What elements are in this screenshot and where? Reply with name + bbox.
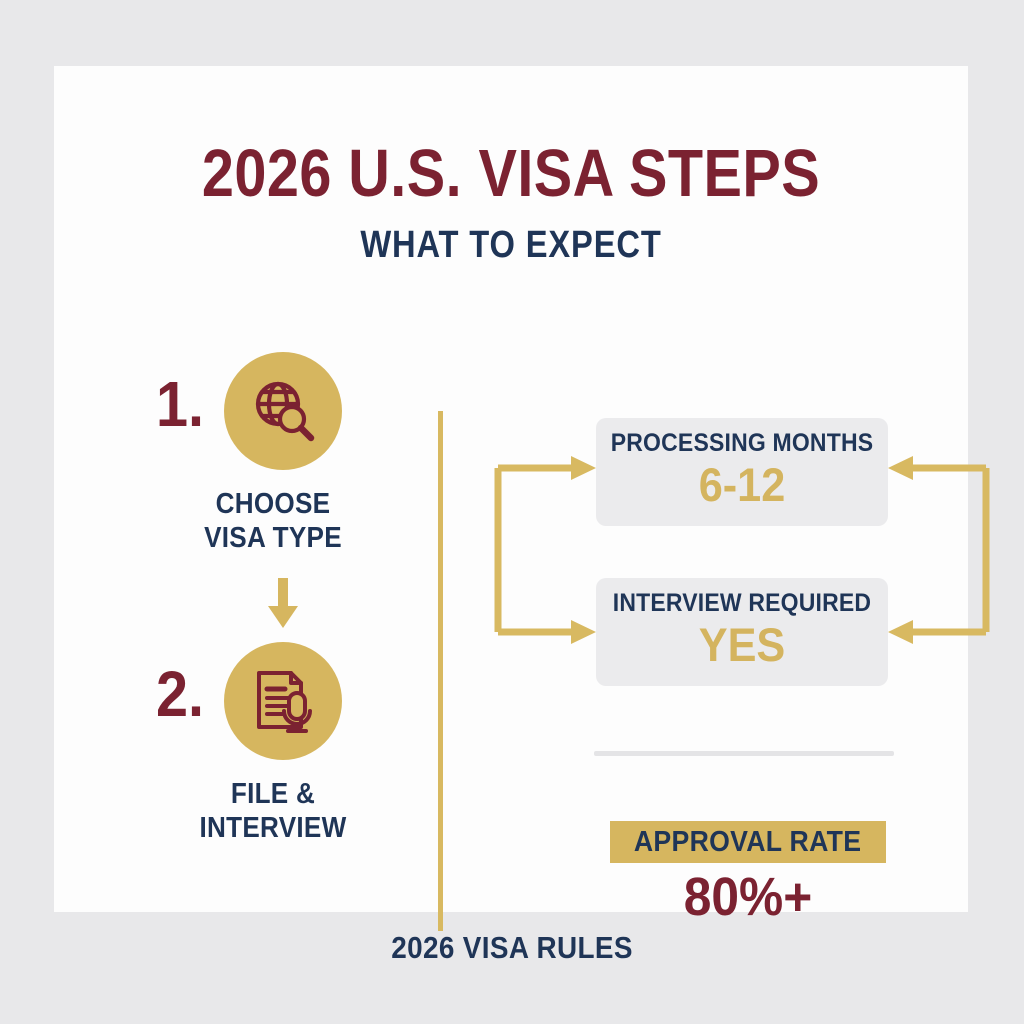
- stat-card-interview-required-label: INTERVIEW REQUIRED: [612, 589, 872, 617]
- page-subtitle: WHAT TO EXPECT: [360, 224, 662, 266]
- bracket-connector-right: [888, 446, 1006, 654]
- approval-rate-bar: APPROVAL RATE: [610, 821, 886, 863]
- step-2-icon-circle: [224, 642, 342, 760]
- page-title: 2026 U.S. VISA STEPS: [201, 136, 821, 211]
- step-2-label-line-2: INTERVIEW: [199, 811, 347, 844]
- step-2-number: 2.: [156, 658, 205, 730]
- vertical-divider: [438, 411, 443, 931]
- step-item-2: 2.: [108, 636, 438, 844]
- step-1-label: CHOOSE VISA TYPE: [143, 488, 404, 555]
- step-2-row: 2.: [108, 636, 438, 766]
- approval-rate-label: APPROVAL RATE: [634, 825, 862, 858]
- footer-text: 2026 VISA RULES: [391, 930, 633, 965]
- globe-search-icon: [247, 375, 319, 447]
- steps-column: 1.: [108, 346, 438, 946]
- document-microphone-icon: [247, 665, 319, 737]
- bracket-connector-left: [478, 446, 596, 654]
- stats-panel: PROCESSING MONTHS 6-12 INTERVIEW REQUIRE…: [474, 406, 1024, 936]
- step-2-label-line-1: FILE &: [230, 778, 316, 810]
- step-1-number: 1.: [156, 368, 205, 440]
- approval-rate-value: 80%+: [683, 867, 813, 927]
- step-1-row: 1.: [108, 346, 438, 476]
- stat-card-processing-months-label: PROCESSING MONTHS: [610, 429, 874, 457]
- horizontal-divider: [594, 751, 894, 756]
- step-2-label: FILE & INTERVIEW: [143, 778, 404, 845]
- step-1-label-line-2: VISA TYPE: [204, 521, 342, 554]
- step-1-label-line-1: CHOOSE: [215, 488, 331, 520]
- poster-card: 2026 U.S. VISA STEPS WHAT TO EXPECT 1.: [54, 66, 990, 931]
- stat-card-interview-required-value: YES: [698, 617, 786, 671]
- stat-card-processing-months: PROCESSING MONTHS 6-12: [596, 418, 888, 526]
- step-1-icon-circle: [224, 352, 342, 470]
- stat-card-interview-required: INTERVIEW REQUIRED YES: [596, 578, 888, 686]
- step-connector-arrow-down: [263, 578, 303, 630]
- step-item-1: 1.: [108, 346, 438, 628]
- stat-card-processing-months-value: 6-12: [698, 457, 786, 511]
